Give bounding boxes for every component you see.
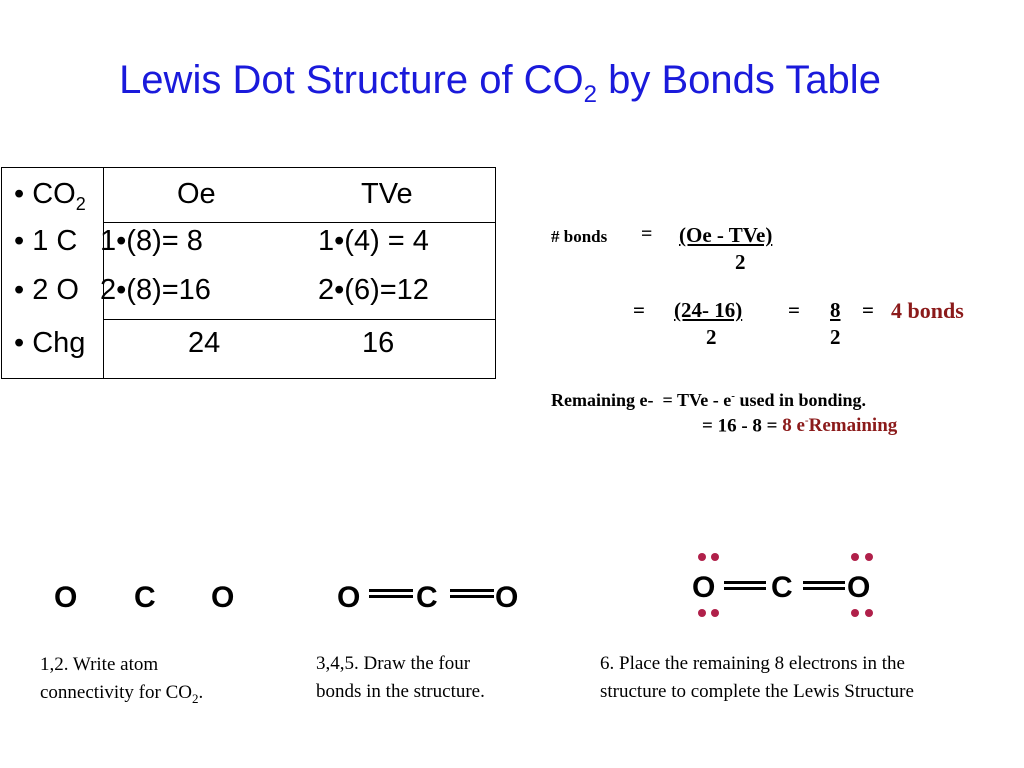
atom-carbon: C [134, 581, 156, 614]
double-bond [450, 589, 494, 598]
equals-sign: = [633, 298, 645, 322]
equals-sign: = [788, 298, 800, 322]
table-row: • 2 O [14, 274, 79, 306]
bonds-label: # bonds [551, 227, 608, 246]
table-total-divider [103, 319, 496, 320]
lone-pair-electron [711, 553, 719, 561]
lone-pair-electron [698, 609, 706, 617]
table-row: • Chg [14, 327, 86, 359]
atom-oxygen: O [692, 571, 716, 604]
caption-step3: 6. Place the remaining 8 electrons in th… [600, 653, 914, 702]
lone-pair-electron [851, 609, 859, 617]
calc-denominator: 2 [706, 325, 717, 349]
cell-tve: 16 [362, 327, 395, 359]
header-tve: TVe [361, 178, 413, 210]
cell-tve: 2•(6)=12 [318, 274, 429, 306]
table-row: • CO2 [14, 178, 86, 214]
table-border-left [1, 167, 2, 379]
bonds-result: 4 bonds [891, 298, 964, 323]
atom-oxygen: O [211, 581, 235, 614]
calc-numerator: (24- 16) [674, 298, 743, 322]
equals-sign: = [641, 223, 653, 245]
lone-pair-electron [865, 553, 873, 561]
table-row: • 1 C [14, 225, 78, 257]
caption-step2: 3,4,5. Draw the four bonds in the struct… [316, 653, 485, 702]
cell-oe: 24 [188, 327, 221, 359]
calc-denominator: 2 [830, 325, 841, 349]
page-title: Lewis Dot Structure of CO2 by Bonds Tabl… [119, 58, 881, 108]
atom-carbon: C [771, 571, 793, 604]
formula-numerator: (Oe - TVe) [679, 223, 773, 247]
remaining-line-2: = 16 - 8 = 8 e-Remaining [702, 415, 898, 437]
table-border-right [495, 167, 496, 379]
calc-numerator: 8 [830, 298, 841, 322]
cell-tve: 1•(4) = 4 [318, 225, 429, 257]
table-column-divider [103, 167, 104, 379]
caption-step1: 1,2. Write atom connectivity for CO2. [40, 654, 204, 706]
header-oe: Oe [177, 178, 216, 210]
atom-oxygen: O [495, 581, 519, 614]
atom-oxygen: O [847, 571, 871, 604]
table-border-top [2, 167, 496, 168]
formula-denominator: 2 [735, 250, 746, 274]
equals-sign: = [862, 298, 874, 322]
cell-oe: 1•(8)= 8 [100, 225, 203, 257]
lone-pair-electron [851, 553, 859, 561]
double-bond [369, 589, 413, 598]
table-border-bottom [2, 378, 496, 379]
double-bond [803, 581, 845, 590]
double-bond [724, 581, 766, 590]
lone-pair-electron [698, 553, 706, 561]
remaining-line-1: Remaining e- = TVe - e- used in bonding. [551, 390, 867, 410]
lone-pair-electron [711, 609, 719, 617]
atom-oxygen: O [337, 581, 361, 614]
table-header-divider [103, 222, 496, 223]
cell-oe: 2•(8)=16 [100, 274, 211, 306]
atom-carbon: C [416, 581, 438, 614]
lone-pair-electron [865, 609, 873, 617]
atom-oxygen: O [54, 581, 78, 614]
